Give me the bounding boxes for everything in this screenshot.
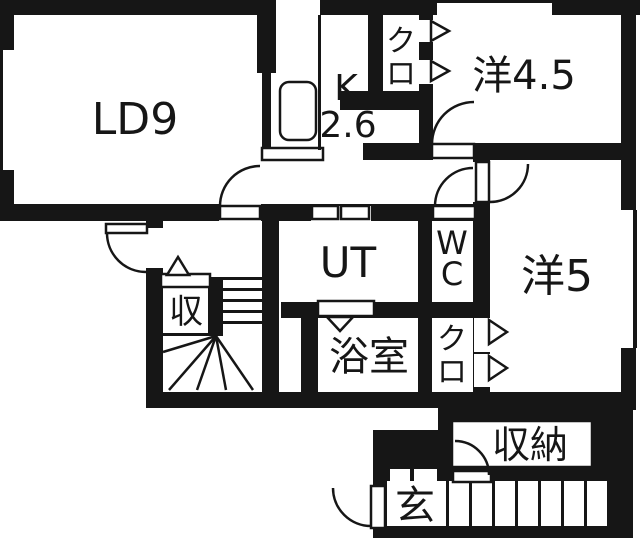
side-door-arc [105,232,147,274]
utility-sliding-door-left [310,204,340,221]
wall-storage-small [208,277,223,336]
stair-tread [223,299,262,302]
wall-ld-kitchen [257,13,276,73]
wall-western45-left [419,13,433,160]
room-label-closet-top-2: ロ [386,57,416,92]
western45-door-arc [430,100,475,145]
living-door-arc [218,164,261,207]
wc-door-leaf [431,204,477,221]
stairs [162,277,262,391]
side-door-leaf [104,222,149,235]
sink-icon [278,80,318,142]
room-label-utility: UT [320,238,377,287]
western45-door-leaf [430,142,476,160]
entrance-step [414,469,437,482]
counter-right-line [318,15,321,150]
wall-closet-top-left [368,13,383,93]
room-label-kitchen: K [334,68,359,109]
window-western5 [620,210,633,348]
kitchen-top-opening [276,0,320,15]
stair-winder-line [214,335,228,391]
window-living [3,50,14,170]
windows [3,0,637,348]
room-label-storage-small: 収 [169,292,203,332]
entrance-area [331,419,607,530]
storage-small-door-triangle [164,254,192,277]
front-door-leaf [369,484,387,530]
entrance-step [390,469,410,482]
closet-top-door-triangle2 [429,58,452,84]
doors [104,18,530,387]
utility-sliding-door-right [339,204,371,221]
closet-right-door-triangle1 [487,317,510,347]
room-label-bath: 浴室 [329,334,409,380]
closet-right-door-triangle2 [487,353,510,383]
stair-winder-line [214,335,255,391]
room-label-storage: 収納 [492,423,568,467]
porch-divider [515,481,518,526]
wall-closet-top-bottom [340,91,433,110]
wc-door-arc [433,166,474,207]
stair-winder-line [168,335,217,391]
storage-room-door-arc [454,439,491,476]
room-label-entrance: 玄 [395,483,435,529]
western5-door-leaf [474,160,491,204]
bath-door-leaf [316,299,376,318]
wall-bath-left [301,318,318,392]
window-western45 [437,3,552,15]
western5-door-arc [489,163,530,204]
front-door-arc [331,487,372,528]
living-door-leaf [218,204,262,221]
entrance-floor [387,481,607,526]
room-label-closet-right-1: ク [437,322,467,357]
room-label-living: LD9 [92,94,178,145]
closet-top-door-gap1 [419,20,433,42]
wall-ut-bath [281,302,473,318]
bath-door-triangle [324,315,356,333]
counter-base [260,146,325,162]
window-western5-outer-line [633,210,637,348]
stair-tread [223,288,262,291]
wall-western45-bottom [473,143,636,160]
room-label-wc-1: W [436,224,468,262]
room-label-wc-2: C [441,255,463,293]
porch-divider [561,481,564,526]
closet-top-door-triangle1 [429,18,452,44]
storage-room-box [450,419,594,469]
room-labels: LD9 K 2.6 ク ロ 洋4.5 洋5 UT W C ク ロ 浴室 収 収納… [92,24,593,529]
room-label-western5: 洋5 [521,251,593,302]
stair-tread [223,277,262,280]
storage-room-door-leaf [451,469,493,484]
stair-tread [223,321,262,324]
stair-winder-line [162,334,217,354]
counter-left-edge [262,70,271,160]
closet-top-door-gap2 [419,60,433,84]
side-door-gap [146,228,163,268]
stair-winder-line [195,335,218,391]
stair-winder-top [163,333,217,336]
wall-corridor [363,143,432,160]
porch-divider [538,481,541,526]
porch-divider [446,481,449,526]
room-label-western45: 洋4.5 [472,53,576,99]
wall-ut-left [262,204,279,408]
stair-tread [223,310,262,313]
porch-divider [492,481,495,526]
porch-divider [584,481,587,526]
porch-divider [469,481,472,526]
closet-right-door-gap2 [474,354,490,387]
closet-right-door-gap1 [474,318,490,352]
room-label-kitchen-size: 2.6 [319,105,376,146]
room-label-closet-top-1: ク [386,24,416,59]
room-label-closet-right-2: ロ [437,355,467,390]
kitchen-counter [260,15,325,162]
